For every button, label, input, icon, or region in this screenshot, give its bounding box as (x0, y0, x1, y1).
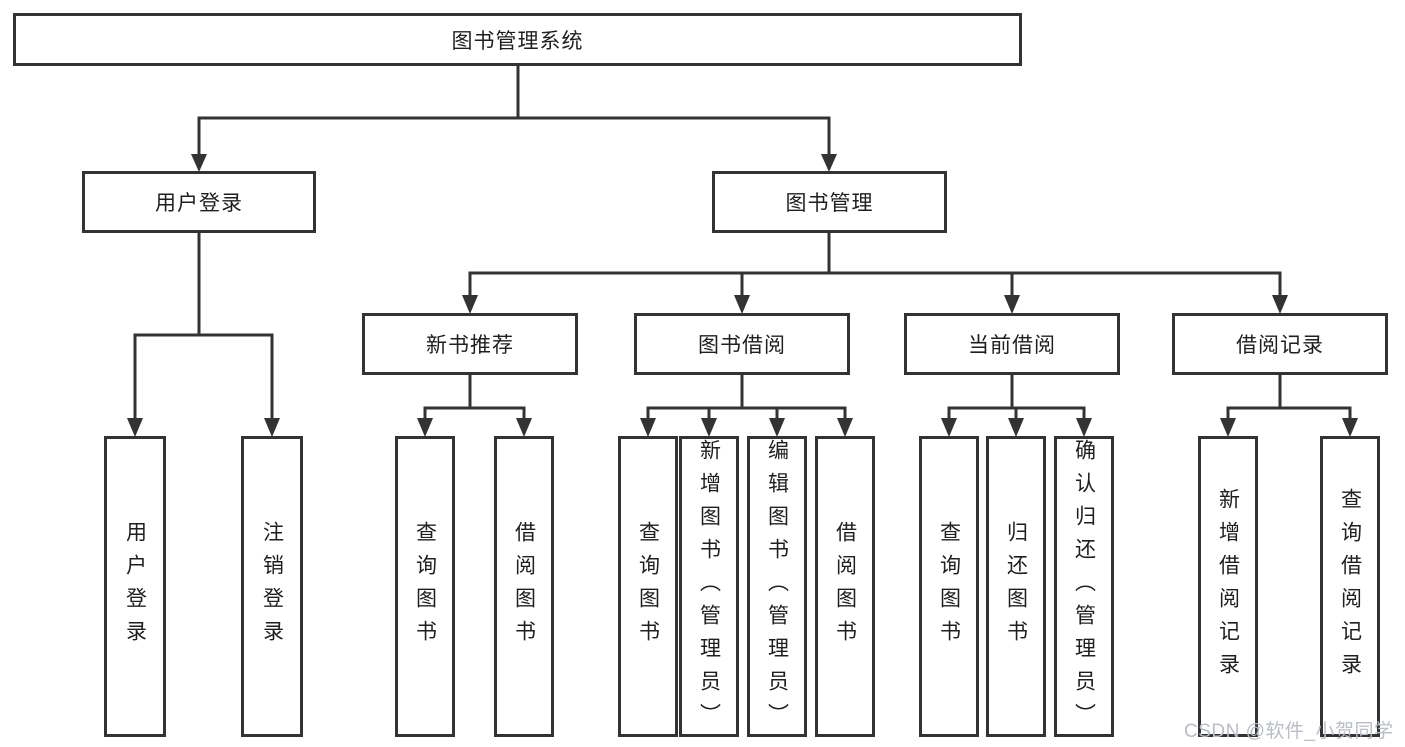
node-cb-confirm-return-admin: 确认归还（管理员） (1054, 436, 1114, 737)
node-user-login: 用户登录 (82, 171, 316, 233)
node-user-login-action: 用户登录 (104, 436, 166, 737)
node-bb-borrow-books: 借阅图书 (815, 436, 875, 737)
node-label: 注销登录 (260, 520, 284, 653)
node-nb-query-books: 查询图书 (395, 436, 455, 737)
node-label: 查询图书 (937, 520, 961, 653)
node-logout: 注销登录 (241, 436, 303, 737)
node-label: 新书推荐 (426, 334, 514, 357)
node-label: 查询图书 (636, 520, 660, 653)
node-book-borrowing: 图书借阅 (634, 313, 850, 375)
node-label: 查询借阅记录 (1338, 487, 1362, 686)
node-bb-edit-books-admin: 编辑图书（管理员） (747, 436, 807, 737)
node-label: 用户登录 (123, 520, 147, 653)
node-current-borrowing: 当前借阅 (904, 313, 1120, 375)
csdn-watermark: CSDN @软件_小贺同学 (1184, 721, 1394, 742)
node-label: 新增图书（管理员） (697, 439, 721, 736)
node-borrowing-records: 借阅记录 (1172, 313, 1388, 375)
node-label: 当前借阅 (968, 334, 1056, 357)
node-cb-return-books: 归还图书 (986, 436, 1046, 737)
node-cb-query-books: 查询图书 (919, 436, 979, 737)
node-label: 新增借阅记录 (1216, 487, 1240, 686)
node-bb-query-books: 查询图书 (618, 436, 678, 737)
node-label: 图书管理 (785, 192, 874, 215)
node-label: 借阅图书 (833, 520, 857, 653)
node-label: 编辑图书（管理员） (765, 439, 789, 736)
node-label: 借阅记录 (1236, 334, 1324, 357)
node-label: 借阅图书 (512, 520, 536, 653)
node-bb-add-books-admin: 新增图书（管理员） (679, 436, 739, 737)
node-label: 用户登录 (155, 192, 243, 215)
node-label: 图书管理系统 (451, 29, 584, 53)
node-new-book-recommend: 新书推荐 (362, 313, 578, 375)
node-label: 查询图书 (413, 520, 437, 653)
node-nb-borrow-books: 借阅图书 (494, 436, 554, 737)
node-label: 图书借阅 (698, 334, 786, 357)
node-rec-query-record: 查询借阅记录 (1320, 436, 1380, 737)
node-label: 确认归还（管理员） (1072, 439, 1096, 736)
node-library-system: 图书管理系统 (13, 13, 1022, 66)
node-rec-add-record: 新增借阅记录 (1198, 436, 1258, 737)
node-book-management: 图书管理 (712, 171, 947, 233)
node-label: 归还图书 (1004, 520, 1028, 653)
